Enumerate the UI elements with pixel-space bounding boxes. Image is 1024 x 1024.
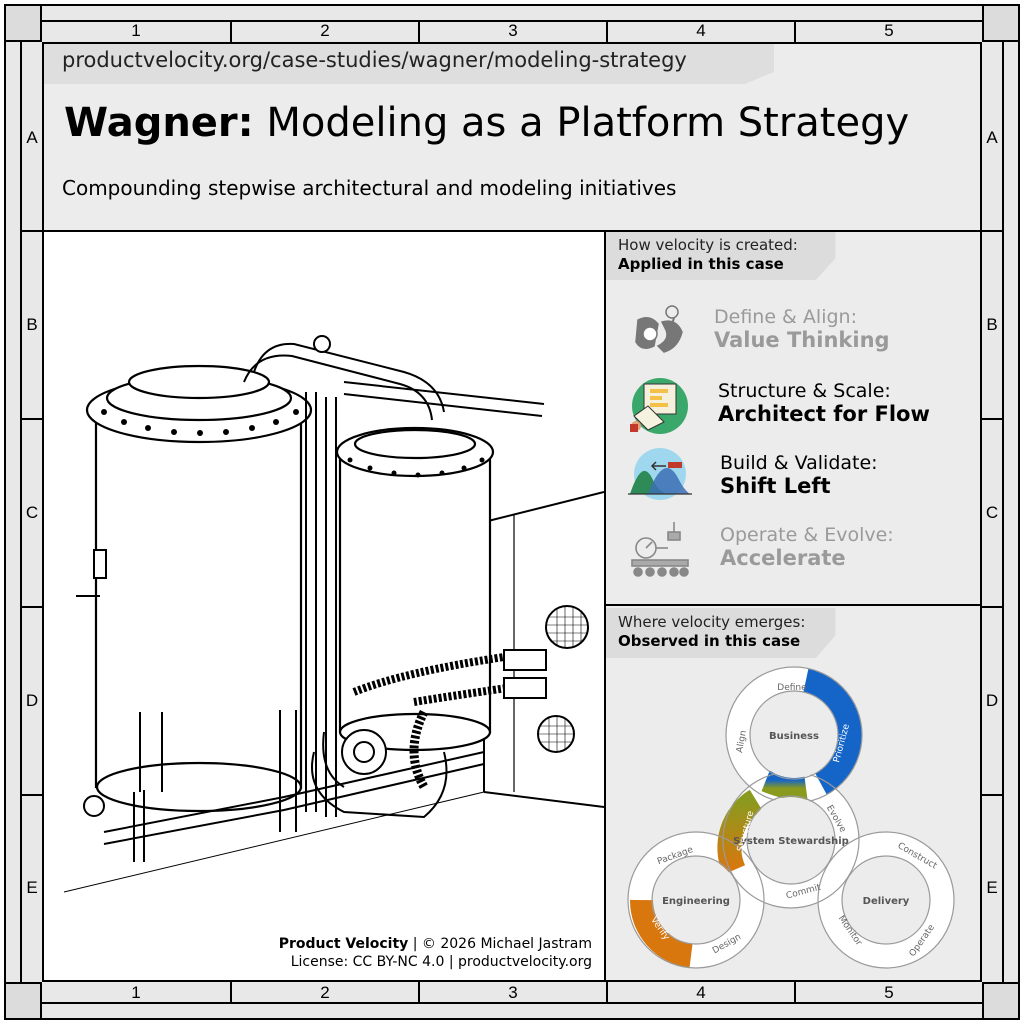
row-tick xyxy=(20,794,42,796)
segment-align: Align xyxy=(735,730,749,754)
corner-bottom-right xyxy=(982,982,1020,1020)
top-band-line xyxy=(42,20,982,22)
row-label: D xyxy=(985,691,999,710)
velocity-item-value-thinking[interactable]: Define & Align: Value Thinking xyxy=(628,302,948,362)
hub-engineering: Engineering xyxy=(662,896,730,907)
col-tick xyxy=(230,20,232,42)
velocity-created-subheading: Applied in this case xyxy=(618,255,784,273)
velocity-name: Architect for Flow xyxy=(718,402,930,426)
row-tick xyxy=(982,418,1004,420)
row-tick xyxy=(20,606,42,608)
corner-bottom-left xyxy=(4,982,42,1020)
architect-flow-icon xyxy=(630,378,688,434)
credit-copyright: © 2026 Michael Jastram xyxy=(421,936,592,952)
col-tick xyxy=(230,982,232,1004)
velocity-category: Structure & Scale: xyxy=(718,380,891,402)
illustration-panel xyxy=(44,232,606,980)
col-label: 3 xyxy=(508,21,518,40)
shift-left-icon xyxy=(628,448,692,500)
col-label: 3 xyxy=(508,983,518,1002)
col-label: 1 xyxy=(131,21,141,40)
page-title: Wagner: Modeling as a Platform Strategy xyxy=(64,100,909,146)
velocity-emerges-tag xyxy=(606,608,836,658)
credit-line-1: Product Velocity | © 2026 Michael Jastra… xyxy=(279,935,592,953)
row-label: A xyxy=(986,128,998,147)
col-label: 2 xyxy=(320,983,330,1002)
row-tick xyxy=(20,418,42,420)
row-tick xyxy=(982,794,1004,796)
credit-separator: | xyxy=(408,936,422,952)
col-tick xyxy=(418,982,420,1004)
title-topic: Modeling as a Platform Strategy xyxy=(266,100,910,146)
row-tick xyxy=(20,230,42,232)
page-subtitle: Compounding stepwise architectural and m… xyxy=(62,176,677,200)
row-label: C xyxy=(985,503,999,522)
right-band-line xyxy=(1002,42,1004,982)
hub-business: Business xyxy=(769,731,819,742)
velocity-emerges-subheading: Observed in this case xyxy=(618,632,801,650)
title-company: Wagner: xyxy=(64,100,254,146)
credit-block: Product Velocity | © 2026 Michael Jastra… xyxy=(279,935,592,971)
velocity-category: Build & Validate: xyxy=(720,452,878,474)
row-label: B xyxy=(986,315,998,334)
segment-define: Define xyxy=(777,683,807,693)
velocity-name: Accelerate xyxy=(720,546,846,570)
bottom-band-line xyxy=(42,1002,982,1004)
velocity-category: Define & Align: xyxy=(714,306,857,328)
velocity-emerges-heading: Where velocity emerges: xyxy=(618,613,806,631)
row-label: D xyxy=(25,691,39,710)
url-tab xyxy=(44,44,774,84)
corner-top-left xyxy=(4,4,42,42)
col-label: 5 xyxy=(884,983,894,1002)
velocity-created-heading: How velocity is created: xyxy=(618,236,798,254)
credit-brand: Product Velocity xyxy=(278,936,409,952)
accelerate-icon xyxy=(631,522,689,577)
velocity-created-tag xyxy=(606,232,836,280)
col-tick xyxy=(606,982,608,1004)
row-label: A xyxy=(26,128,38,147)
col-label: 1 xyxy=(131,983,141,1002)
velocity-item-architect-for-flow[interactable]: Structure & Scale: Architect for Flow xyxy=(628,376,948,436)
velocity-item-accelerate[interactable]: Operate & Evolve: Accelerate xyxy=(628,520,948,580)
row-label: E xyxy=(986,878,998,897)
col-label: 4 xyxy=(696,983,706,1002)
value-thinking-icon xyxy=(635,305,683,353)
left-band-line xyxy=(20,42,22,982)
row-label: B xyxy=(26,315,38,334)
hub-delivery: Delivery xyxy=(863,896,910,907)
col-tick xyxy=(418,20,420,42)
velocity-name: Value Thinking xyxy=(714,328,890,352)
velocity-name: Shift Left xyxy=(720,474,831,498)
col-label: 4 xyxy=(696,21,706,40)
col-label: 5 xyxy=(884,21,894,40)
page-url[interactable]: productvelocity.org/case-studies/wagner/… xyxy=(62,48,687,72)
row-label: E xyxy=(26,878,38,897)
col-tick xyxy=(794,20,796,42)
row-tick xyxy=(982,230,1004,232)
col-tick xyxy=(606,20,608,42)
col-label: 2 xyxy=(320,21,330,40)
velocity-cycle-diagram: Business System Stewardship Engineering … xyxy=(627,666,955,969)
hub-system-stewardship: System Stewardship xyxy=(733,836,849,847)
corner-top-right xyxy=(982,4,1020,42)
credit-license[interactable]: License: CC BY-NC 4.0 | productvelocity.… xyxy=(290,954,592,970)
row-tick xyxy=(982,606,1004,608)
water-treatment-tanks-illustration xyxy=(63,335,605,893)
velocity-item-shift-left[interactable]: Build & Validate: Shift Left xyxy=(628,448,948,508)
velocity-category: Operate & Evolve: xyxy=(720,524,894,546)
row-label: C xyxy=(25,503,39,522)
col-tick xyxy=(794,982,796,1004)
